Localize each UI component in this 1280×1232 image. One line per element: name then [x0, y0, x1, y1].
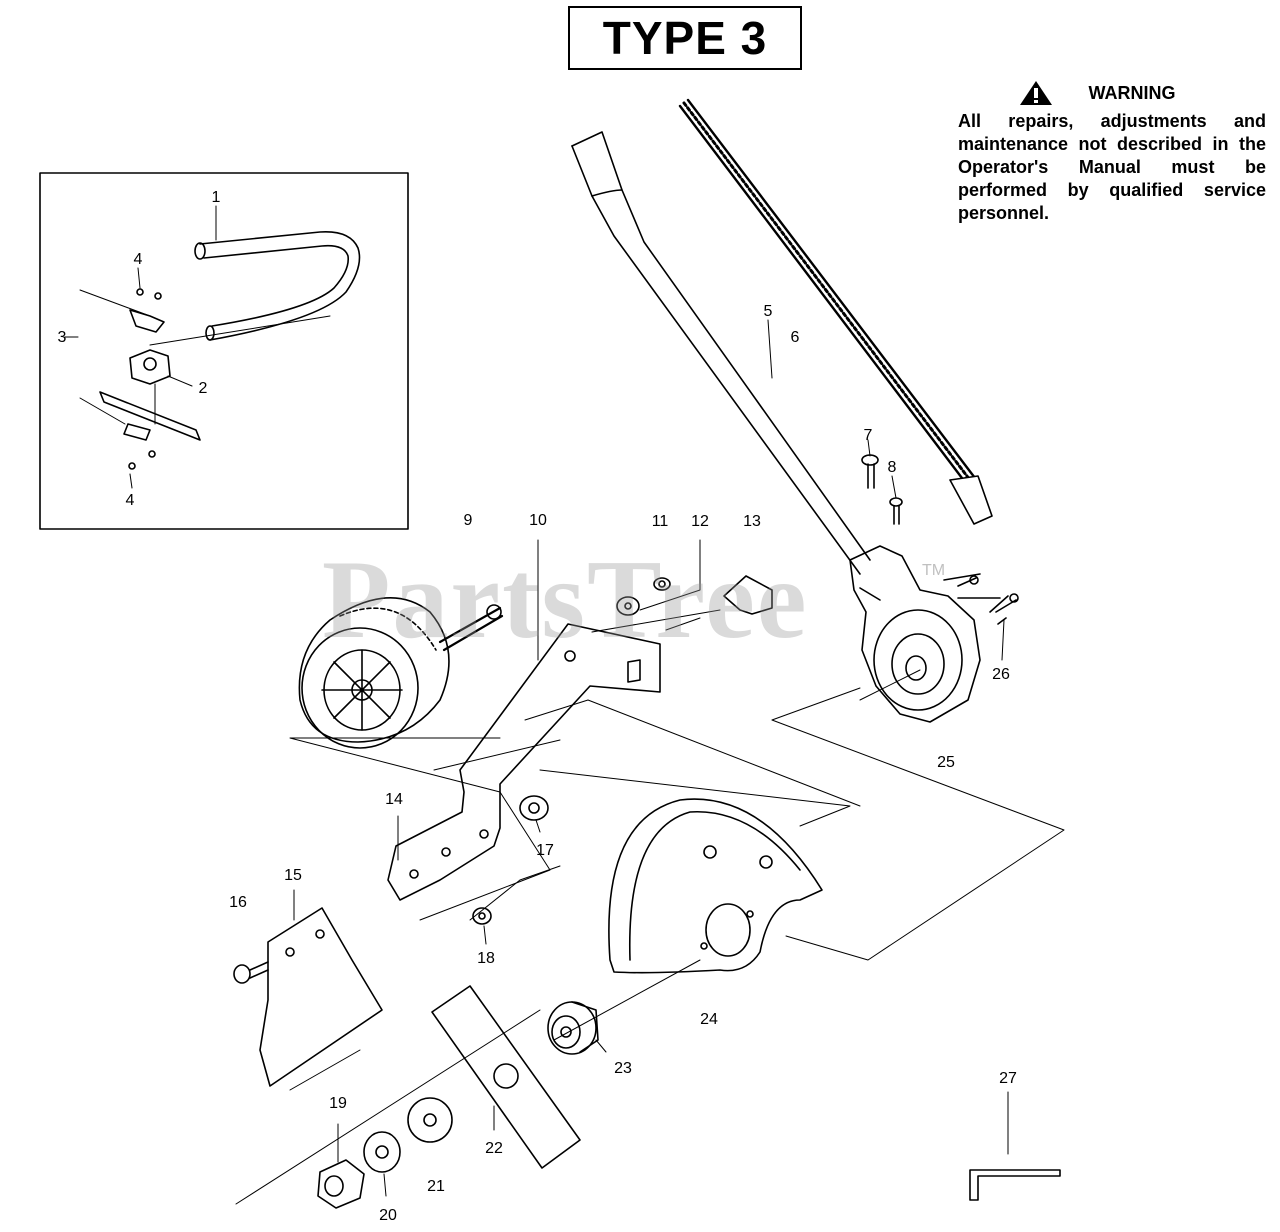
callout-12[interactable]: 12	[691, 513, 709, 530]
callout-6[interactable]: 6	[790, 329, 800, 346]
screw-part-8	[889, 497, 903, 525]
callout-15[interactable]: 15	[284, 867, 302, 884]
washer-part-12	[616, 596, 640, 616]
callout-3[interactable]: 3	[57, 329, 67, 346]
callout-2[interactable]: 2	[198, 380, 208, 397]
callout-22[interactable]: 22	[485, 1140, 503, 1157]
callout-27[interactable]: 27	[999, 1070, 1017, 1087]
blade-part-22	[431, 985, 581, 1169]
guard-plate-part-15	[259, 907, 383, 1087]
callout-26[interactable]: 26	[992, 666, 1010, 683]
gear-housing-part-25	[849, 545, 1009, 723]
callout-11[interactable]: 11	[651, 513, 669, 530]
page-title: TYPE 3	[602, 12, 768, 64]
callout-4-top[interactable]: 4	[133, 251, 143, 268]
hex-key-part-27	[969, 1169, 1061, 1201]
callout-8[interactable]: 8	[887, 459, 897, 476]
handle-part-1	[194, 231, 361, 341]
callout-17[interactable]: 17	[536, 842, 554, 859]
callout-4-bottom[interactable]: 4	[125, 492, 135, 509]
washer-part-21	[407, 1097, 453, 1143]
callout-14[interactable]: 14	[385, 791, 403, 808]
callout-20[interactable]: 20	[379, 1207, 397, 1224]
warning-heading: WARNING	[1088, 82, 1176, 103]
callout-leaders	[64, 205, 1009, 1197]
callout-25[interactable]: 25	[937, 754, 955, 771]
bolt-part-19	[317, 1159, 365, 1209]
bracket-part-14	[387, 623, 661, 901]
shaft-tube-part-5	[571, 131, 871, 575]
callout-7[interactable]: 7	[863, 427, 873, 444]
watermark: PartsTree	[322, 538, 809, 662]
wheel-part-9	[298, 596, 504, 749]
callout-21[interactable]: 21	[427, 1178, 445, 1195]
nut-part-18	[472, 907, 492, 925]
callout-5[interactable]: 5	[763, 303, 773, 320]
warning-notice: WARNING All repairs, adjustments and mai…	[958, 78, 1266, 225]
nut-part-11	[653, 577, 671, 591]
callout-1[interactable]: 1	[211, 189, 221, 206]
assembly-lines	[235, 609, 1065, 1205]
title-box: TYPE 3	[568, 6, 802, 70]
bolt-part-16	[233, 961, 269, 984]
inset-frame	[39, 172, 409, 530]
washer-part-17	[519, 795, 549, 821]
callout-23[interactable]: 23	[614, 1060, 632, 1077]
callout-9[interactable]: 9	[463, 512, 473, 529]
knob-part-13	[723, 575, 773, 615]
callout-13[interactable]: 13	[743, 513, 761, 530]
warning-header: WARNING	[928, 78, 1266, 108]
screw-part-7	[861, 454, 879, 489]
callout-16[interactable]: 16	[229, 894, 247, 911]
callout-18[interactable]: 18	[477, 950, 495, 967]
warning-triangle-icon	[1019, 81, 1052, 105]
warning-text: All repairs, adjustments and maintenance…	[958, 111, 1266, 223]
adapter-part-23	[547, 1001, 599, 1055]
callout-10[interactable]: 10	[529, 512, 547, 529]
screws-part-26	[957, 575, 1019, 625]
callout-24[interactable]: 24	[700, 1011, 718, 1028]
watermark-trademark: TM	[922, 562, 946, 579]
drive-shaft-part-6	[678, 98, 993, 525]
washer-part-20	[363, 1131, 401, 1173]
clamp-part-2	[79, 288, 331, 470]
callout-19[interactable]: 19	[329, 1095, 347, 1112]
blade-guard-part-24	[608, 798, 823, 974]
